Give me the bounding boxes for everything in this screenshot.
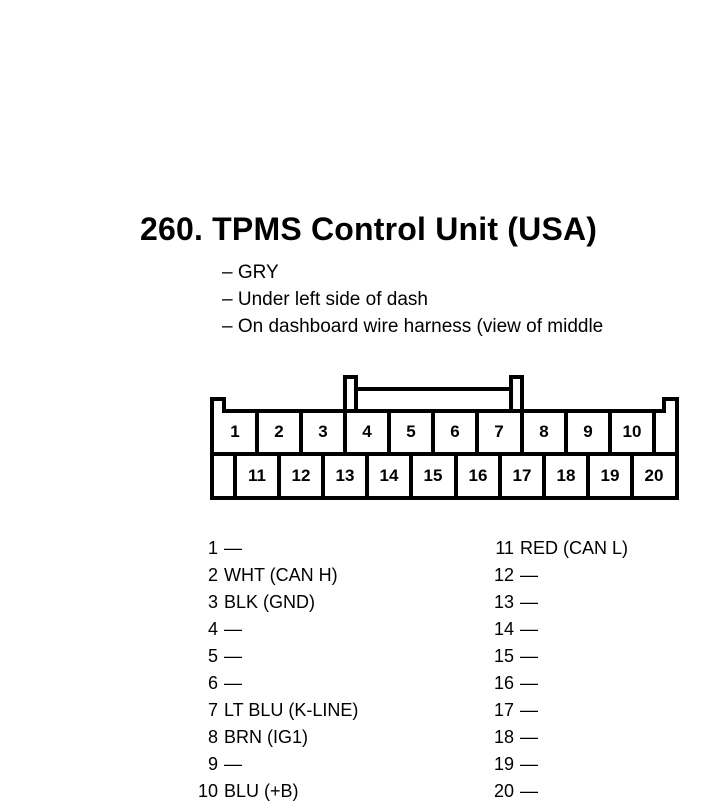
pin-number: 9 bbox=[207, 754, 218, 774]
pin-row: 17 — bbox=[490, 697, 628, 724]
pin-label-3: 3 bbox=[318, 422, 327, 441]
pin-number: 4 bbox=[207, 619, 218, 639]
pin-row: 3 BLK (GND) bbox=[190, 589, 358, 616]
pin-row: 11 RED (CAN L) bbox=[490, 535, 628, 562]
pin-number: 2 bbox=[207, 565, 218, 585]
pin-wire: — bbox=[520, 673, 538, 693]
pin-wire: — bbox=[520, 565, 538, 585]
pin-wire: — bbox=[224, 646, 242, 666]
pin-label-8: 8 bbox=[539, 422, 548, 441]
top-row-separators bbox=[255, 411, 656, 454]
pin-row: 10 BLU (+B) bbox=[190, 778, 358, 805]
pin-row: 2 WHT (CAN H) bbox=[190, 562, 358, 589]
pin-number: 5 bbox=[207, 646, 218, 666]
pin-row: 15 — bbox=[490, 643, 628, 670]
pin-wire: — bbox=[224, 538, 242, 558]
pin-number: 12 bbox=[493, 565, 514, 585]
pin-label-6: 6 bbox=[450, 422, 459, 441]
pin-number: 7 bbox=[207, 700, 218, 720]
pin-number: 18 bbox=[493, 727, 514, 747]
connector-diagram: 1 2 3 4 5 6 7 8 9 10 11 12 13 14 15 16 1… bbox=[210, 375, 679, 500]
pin-number: 8 bbox=[207, 727, 218, 747]
note-color: – GRY bbox=[222, 262, 279, 283]
pin-row: 1— bbox=[190, 535, 358, 562]
pin-row: 13 — bbox=[490, 589, 628, 616]
pin-number: 3 bbox=[207, 592, 218, 612]
pin-wire: — bbox=[520, 754, 538, 774]
pin-number: 10 bbox=[197, 781, 218, 801]
pin-number: 6 bbox=[207, 673, 218, 693]
pin-wire: — bbox=[224, 673, 242, 693]
connector-notes: – GRY – Under left side of dash – On das… bbox=[222, 259, 603, 340]
pin-number: 1 bbox=[207, 538, 218, 558]
pin-label-10: 10 bbox=[623, 422, 642, 441]
pin-label-16: 16 bbox=[469, 466, 488, 485]
pin-number: 20 bbox=[493, 781, 514, 801]
pin-wire: — bbox=[520, 592, 538, 612]
pin-row: 6— bbox=[190, 670, 358, 697]
pin-label-14: 14 bbox=[380, 466, 399, 485]
pin-wire: — bbox=[224, 619, 242, 639]
pin-wire: RED (CAN L) bbox=[520, 538, 629, 558]
pin-row: 20 — bbox=[490, 778, 628, 805]
pin-row: 7 LT BLU (K-LINE) bbox=[190, 697, 358, 724]
pin-number: 15 bbox=[493, 646, 514, 666]
pin-wire: — bbox=[224, 754, 242, 774]
pin-wire: BLK (GND) bbox=[224, 592, 316, 612]
pin-label-17: 17 bbox=[513, 466, 532, 485]
pin-wire: LT BLU (K-LINE) bbox=[224, 700, 359, 720]
connector-lock-tab bbox=[343, 375, 524, 411]
pin-label-1: 1 bbox=[230, 422, 239, 441]
diagram-title: 260. TPMS Control Unit (USA) bbox=[140, 211, 598, 247]
pin-label-11: 11 bbox=[248, 466, 266, 485]
pin-row: 16 — bbox=[490, 670, 628, 697]
pin-wire: — bbox=[520, 700, 538, 720]
pin-row: 14 — bbox=[490, 616, 628, 643]
pin-number: 14 bbox=[493, 619, 514, 639]
pin-label-19: 19 bbox=[601, 466, 620, 485]
note-harness: – On dashboard wire harness (view of mid… bbox=[222, 316, 604, 337]
pin-row: 9— bbox=[190, 751, 358, 778]
pin-number: 19 bbox=[493, 754, 514, 774]
pin-number: 16 bbox=[493, 673, 514, 693]
pin-label-4: 4 bbox=[362, 422, 372, 441]
pin-row: 5— bbox=[190, 643, 358, 670]
pin-row: 12 — bbox=[490, 562, 628, 589]
connector-housing bbox=[210, 397, 679, 500]
pin-number: 11 bbox=[495, 538, 514, 558]
pin-number: 13 bbox=[493, 592, 514, 612]
pin-wire: — bbox=[520, 781, 538, 801]
pin-row: 4— bbox=[190, 616, 358, 643]
pin-label-12: 12 bbox=[292, 466, 311, 485]
note-location: – Under left side of dash bbox=[222, 289, 428, 310]
pin-label-20: 20 bbox=[645, 466, 664, 485]
pin-wire: — bbox=[520, 619, 538, 639]
pin-row: 18 — bbox=[490, 724, 628, 751]
pin-wire: — bbox=[520, 646, 538, 666]
pin-wire: BRN (IG1) bbox=[224, 727, 309, 747]
pin-row: 19 — bbox=[490, 751, 628, 778]
pin-label-5: 5 bbox=[406, 422, 415, 441]
pin-wire: BLU (+B) bbox=[224, 781, 299, 801]
pin-row: 8 BRN (IG1) bbox=[190, 724, 358, 751]
pin-label-15: 15 bbox=[424, 466, 443, 485]
pin-list-right: 11 RED (CAN L) 12 — 13 — 14 — 15 — 16 — 17 — 18… bbox=[490, 535, 628, 805]
pin-label-2: 2 bbox=[274, 422, 283, 441]
pin-number: 17 bbox=[493, 700, 514, 720]
pin-wire: — bbox=[520, 727, 538, 747]
pin-label-13: 13 bbox=[336, 466, 355, 485]
pin-label-9: 9 bbox=[583, 422, 592, 441]
pin-label-7: 7 bbox=[494, 422, 503, 441]
bottom-row-separators bbox=[233, 454, 634, 498]
pin-label-18: 18 bbox=[557, 466, 576, 485]
pin-wire: WHT (CAN H) bbox=[224, 565, 338, 585]
